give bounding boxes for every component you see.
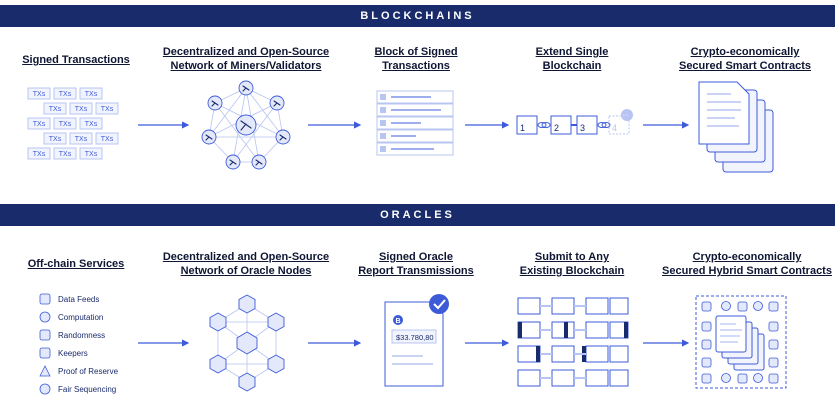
- bitcoin-icon: [393, 315, 403, 325]
- more-icon: [621, 109, 633, 121]
- tx-row: TXs TXs TXs: [27, 147, 103, 160]
- oracles-arrows: [138, 339, 690, 347]
- check-icon: [429, 294, 449, 314]
- tx-label: TXs: [33, 151, 46, 158]
- block-rows: [376, 90, 454, 156]
- oracle-node: [267, 312, 285, 332]
- stage-title-hybrid-contracts: Crypto-economically Secured Hybrid Smart…: [662, 250, 832, 278]
- tx-label: TXs: [49, 106, 62, 113]
- chain-row: [517, 369, 629, 387]
- service-fair-sequencing: Fair Sequencing: [58, 385, 117, 394]
- proof-of-reserve-icon: [39, 365, 51, 377]
- title-line: Report Transmissions: [358, 265, 474, 277]
- tx-label: TXs: [75, 136, 88, 143]
- tx-label: TXs: [59, 151, 72, 158]
- stage-title-miners-network: Decentralized and Open-Source Network of…: [163, 45, 329, 73]
- fair-sequencing-icon: [39, 383, 51, 395]
- chain-number: 2: [554, 123, 559, 133]
- multi-chain-icon: [517, 297, 629, 387]
- title-line: Secured Hybrid Smart Contracts: [662, 265, 832, 277]
- oracle-node: [238, 294, 256, 314]
- tx-row: TXs TXs TXs: [43, 132, 119, 145]
- service-proof-of-reserve: Proof of Reserve: [58, 367, 119, 376]
- title-line: Network of Oracle Nodes: [180, 265, 312, 277]
- title-line: Decentralized and Open-Source: [162, 251, 330, 263]
- tx-label: TXs: [59, 91, 72, 98]
- stage-title-signed-transactions: Signed Transactions: [22, 54, 130, 66]
- chain-row: [517, 345, 629, 363]
- chain-number: 3: [580, 123, 585, 133]
- report-value: $33.780,80: [396, 333, 434, 342]
- stage-title-smart-contracts: Crypto-economically Secured Smart Contra…: [679, 45, 811, 73]
- tx-row: TXs TXs TXs: [27, 117, 103, 130]
- oracle-report-icon: B $33.780,80: [384, 294, 449, 387]
- tx-row: TXs TXs TXs: [27, 87, 103, 100]
- title-line: Transactions: [382, 60, 450, 72]
- oracle-network-icon: [209, 294, 285, 392]
- title-line: Crypto-economically: [690, 46, 800, 58]
- service-data-feeds: Data Feeds: [58, 295, 100, 304]
- tx-label: TXs: [85, 151, 98, 158]
- chain-icon: 1 2 3 4 ···: [516, 109, 633, 135]
- title-line: Secured Smart Contracts: [678, 60, 812, 72]
- blockchains-arrows: [138, 121, 690, 129]
- chain-row: [517, 321, 629, 339]
- tx-label: TXs: [75, 106, 88, 113]
- service-keepers: Keepers: [58, 349, 88, 358]
- title-line: Block of Signed: [374, 46, 458, 58]
- svg-text:···: ···: [622, 112, 629, 119]
- stage-title-oracle-network: Decentralized and Open-Source Network of…: [163, 250, 329, 278]
- stage-title-block: Block of Signed Transactions: [374, 45, 457, 73]
- title-line: Signed Oracle: [379, 251, 453, 263]
- chain-number: 1: [520, 123, 525, 133]
- title-line: Existing Blockchain: [519, 265, 625, 277]
- block-icon: [376, 90, 454, 156]
- transactions-grid: TXs TXs TXs TXs TXs TXs TXs TXs TXs TXs …: [27, 87, 119, 160]
- randomness-icon: [39, 329, 51, 341]
- blockchains-banner: BLOCKCHAINS: [0, 5, 835, 27]
- computation-icon: [39, 311, 51, 323]
- stage-title-extend-chain: Extend Single Blockchain: [536, 45, 609, 73]
- title-line: Crypto-economically: [692, 251, 802, 263]
- hybrid-contracts-icon: [695, 295, 787, 389]
- smart-contracts-icon: [698, 81, 774, 173]
- keepers-icon: [39, 347, 51, 359]
- oracle-node: [238, 372, 256, 392]
- tx-label: TXs: [101, 106, 114, 113]
- oracle-node: [267, 354, 285, 374]
- miners-network-icon: [201, 80, 291, 170]
- svg-text:B: B: [396, 318, 401, 325]
- chain-number: 4: [612, 123, 617, 133]
- stage-title-oracle-report: Signed Oracle Report Transmissions: [358, 250, 474, 278]
- service-randomness: Randomness: [58, 331, 106, 340]
- tx-label: TXs: [101, 136, 114, 143]
- oracles-banner: ORACLES: [0, 204, 835, 226]
- title-line: Submit to Any: [534, 251, 610, 263]
- data-feeds-icon: [39, 293, 51, 305]
- title-line: Decentralized and Open-Source: [162, 46, 330, 58]
- title-line: Extend Single: [535, 46, 609, 58]
- stage-title-offchain-services: Off-chain Services: [27, 258, 125, 270]
- oracle-node: [209, 354, 227, 374]
- tx-label: TXs: [33, 121, 46, 128]
- tx-row: TXs TXs TXs: [43, 102, 119, 115]
- tx-label: TXs: [85, 121, 98, 128]
- tx-label: TXs: [33, 91, 46, 98]
- service-computation: Computation: [58, 313, 104, 322]
- tx-label: TXs: [49, 136, 62, 143]
- chain-row: [517, 297, 629, 315]
- tx-label: TXs: [59, 121, 72, 128]
- stage-title-submit-blockchain: Submit to Any Existing Blockchain: [520, 250, 625, 278]
- title-line: Network of Miners/Validators: [170, 60, 322, 72]
- title-line: Blockchain: [542, 60, 602, 72]
- service-icons: [39, 293, 51, 395]
- oracle-node: [209, 312, 227, 332]
- oracle-node: [236, 331, 258, 355]
- tx-label: TXs: [85, 91, 98, 98]
